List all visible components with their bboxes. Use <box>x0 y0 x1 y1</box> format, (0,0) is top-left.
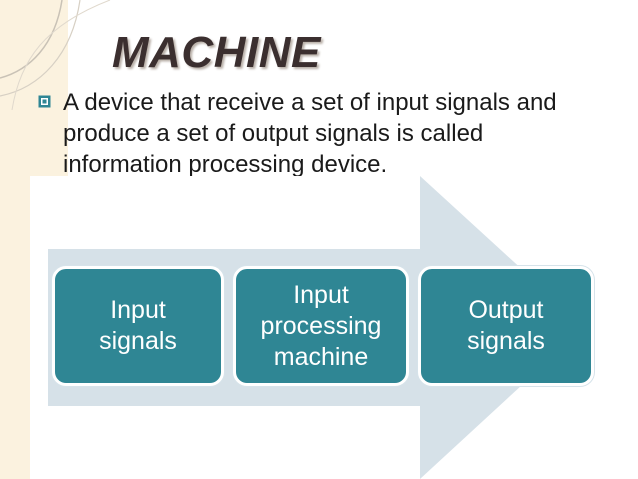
step-label: Output signals <box>467 296 545 355</box>
bullet-text: A device that receive a set of input sig… <box>63 89 557 178</box>
square-bullet-icon <box>38 95 51 108</box>
process-diagram: Input signals Input processing machine O… <box>30 176 638 479</box>
slide-title: MACHINE <box>112 28 321 77</box>
step-input-processing-machine: Input processing machine <box>233 266 409 386</box>
step-output-signals: Output signals <box>418 266 594 386</box>
step-input-signals: Input signals <box>52 266 224 386</box>
step-label: Input signals <box>99 296 177 355</box>
step-label: Input processing machine <box>260 280 382 371</box>
corner-ornament <box>0 0 111 110</box>
bullet-point: A device that receive a set of input sig… <box>38 87 598 180</box>
